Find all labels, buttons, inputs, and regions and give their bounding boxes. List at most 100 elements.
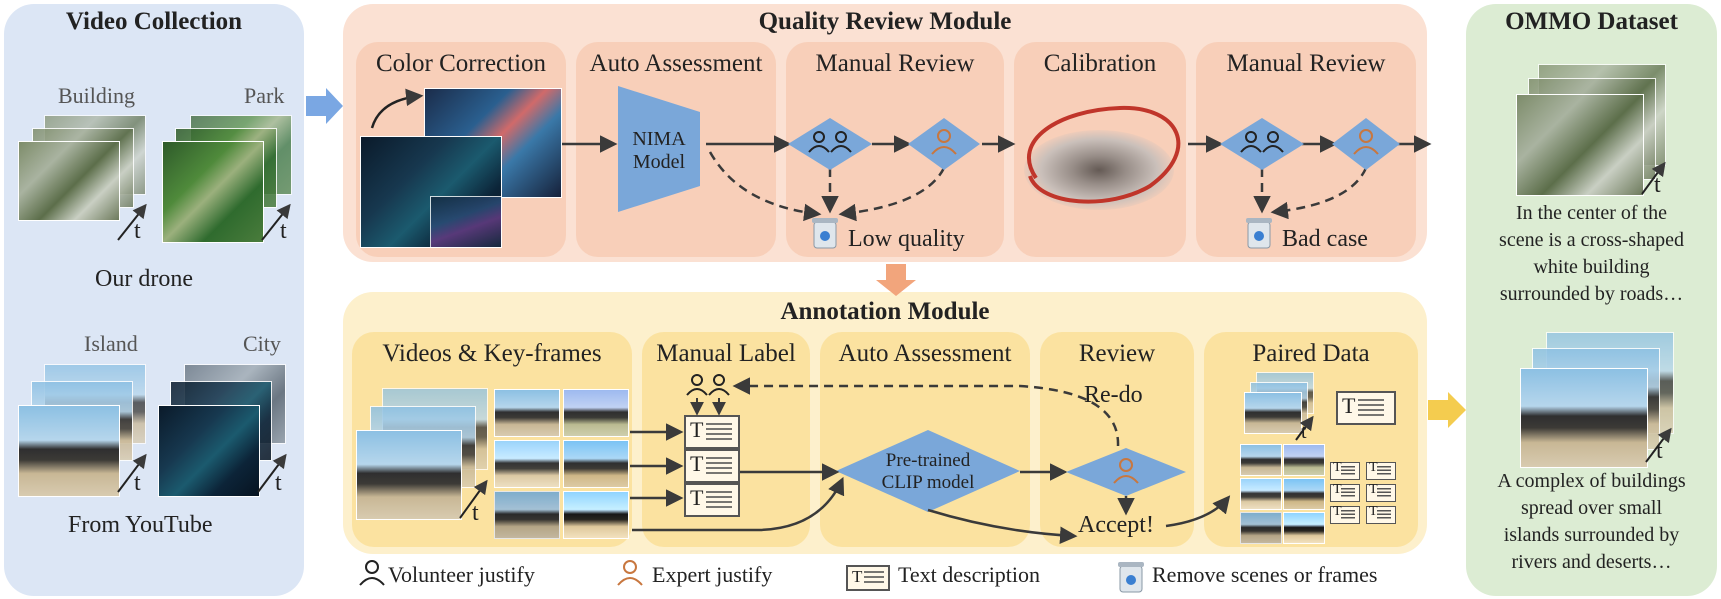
legend-volunteer-icon (359, 560, 385, 586)
legend-volunteer-label: Volunteer justify (388, 562, 535, 587)
island-label: Island (84, 331, 138, 356)
small-lines-3 (1341, 488, 1355, 498)
legend-expert-icon (617, 560, 643, 586)
paired-grid-1 (1240, 444, 1282, 476)
small-lines-4 (1377, 488, 1391, 498)
park-label: Park (244, 83, 285, 108)
legend-text-label: Text description (898, 562, 1041, 587)
video-collection-title: Video Collection (65, 8, 243, 35)
redo-label: Re-do (1084, 382, 1143, 408)
island-frame-1 (18, 405, 120, 497)
time-label-park: t (280, 218, 287, 244)
arrow-annotation-to-ommo (1428, 392, 1466, 428)
arrow-video-to-quality (306, 88, 343, 124)
paired-grid-3 (1240, 478, 1282, 510)
ommo-caption-1-line-1: In the center of the (1515, 202, 1668, 224)
manual-label-header: Manual Label (656, 340, 796, 367)
paired-grid-6 (1283, 512, 1325, 544)
nima-label-line1: NIMA (632, 128, 686, 150)
nima-label-line2: Model (632, 151, 686, 173)
our-drone-label: Our drone (95, 266, 193, 292)
clip-label-line2: CLIP model (881, 472, 975, 493)
park-frame-1 (162, 141, 264, 243)
text-lines-3 (706, 491, 732, 509)
legend-remove-label: Remove scenes or frames (1152, 562, 1378, 587)
paired-grid-4 (1283, 478, 1325, 510)
clip-model-shape (836, 430, 1020, 512)
text-box-t-3: T (690, 485, 704, 510)
clip-label-line1: Pre-trained (885, 450, 971, 471)
paired-frame-1 (1244, 392, 1302, 434)
time-label-building: t (134, 218, 141, 244)
paired-text-lines (1358, 399, 1384, 417)
keyframe-5 (494, 491, 560, 539)
ommo-caption-2: A complex of buildings spread over small… (1466, 468, 1717, 576)
calibration-point-cloud (1024, 130, 1174, 210)
text-box-t-2: T (690, 451, 704, 476)
color-correction-header: Color Correction (375, 50, 547, 77)
auto-assessment-header: Auto Assessment (589, 50, 763, 77)
building-frame-1 (18, 141, 120, 221)
paired-grid-2 (1283, 444, 1325, 476)
time-label-ommo-1: t (1654, 172, 1661, 198)
legend-expert-label: Expert justify (652, 562, 773, 587)
paired-text-box: T (1336, 391, 1396, 425)
small-t-6: T (1369, 504, 1378, 519)
text-description-box-3: T (684, 483, 740, 517)
legend-text-lines (864, 571, 884, 585)
small-lines-5 (1341, 510, 1355, 520)
annotation-title: Annotation Module (780, 298, 990, 325)
original-image-back (430, 196, 502, 248)
small-lines-6 (1377, 510, 1391, 520)
video-collection-panel (4, 4, 304, 596)
city-label: City (243, 331, 281, 356)
ommo-caption-1-line-3: white building (1533, 256, 1650, 278)
paired-small-text-5: T (1330, 504, 1360, 524)
small-lines-1 (1341, 466, 1355, 476)
ommo-caption-2-line-4: rivers and deserts… (1511, 551, 1672, 573)
small-lines-2 (1377, 466, 1391, 476)
paired-small-text-6: T (1366, 504, 1396, 524)
time-label-video: t (472, 500, 479, 526)
ommo-building-frame-1 (1516, 94, 1644, 196)
time-label-paired: t (1301, 421, 1307, 443)
nima-model-shape (618, 86, 700, 212)
building-label: Building (58, 83, 136, 108)
text-lines-1 (706, 423, 732, 441)
small-t-3: T (1333, 482, 1342, 497)
keyframe-1 (494, 389, 560, 437)
ommo-caption-2-line-1: A complex of buildings (1497, 470, 1686, 492)
small-t-2: T (1369, 460, 1378, 475)
keyframe-2 (563, 389, 629, 437)
legend-text-icon: T (846, 565, 890, 591)
paired-small-text-1: T (1330, 460, 1360, 480)
keyframe-6 (563, 491, 629, 539)
text-box-t-1: T (690, 417, 704, 442)
paired-text-t: T (1342, 393, 1356, 418)
ommo-caption-1-line-2: scene is a cross-shaped (1499, 229, 1684, 251)
text-lines-2 (706, 457, 732, 475)
paired-small-text-3: T (1330, 482, 1360, 502)
ommo-title: OMMO Dataset (1505, 8, 1678, 35)
manual-review-header-2: Manual Review (1226, 50, 1386, 77)
small-t-1: T (1333, 460, 1342, 475)
small-t-4: T (1369, 482, 1378, 497)
review-header: Review (1078, 340, 1156, 367)
accept-label: Accept! (1078, 512, 1154, 538)
videos-keyframes-header: Videos & Key-frames (382, 340, 602, 367)
text-description-box-1: T (684, 415, 740, 449)
ommo-caption-2-line-2: spread over small (1520, 497, 1663, 519)
paired-small-text-4: T (1366, 482, 1396, 502)
auto-assessment-header-2: Auto Assessment (838, 340, 1012, 367)
manual-review-header-1: Manual Review (815, 50, 975, 77)
legend-text-t: T (852, 567, 863, 586)
bad-case-label: Bad case (1282, 226, 1368, 252)
ommo-caption-1: In the center of the scene is a cross-sh… (1466, 200, 1717, 308)
paired-data-header: Paired Data (1252, 340, 1370, 367)
from-youtube-label: From YouTube (68, 512, 213, 538)
quality-review-title: Quality Review Module (758, 8, 1012, 35)
time-label-city: t (275, 470, 282, 496)
video-frame-1 (356, 430, 462, 520)
small-t-5: T (1333, 504, 1342, 519)
legend-trash-icon (1118, 562, 1144, 593)
